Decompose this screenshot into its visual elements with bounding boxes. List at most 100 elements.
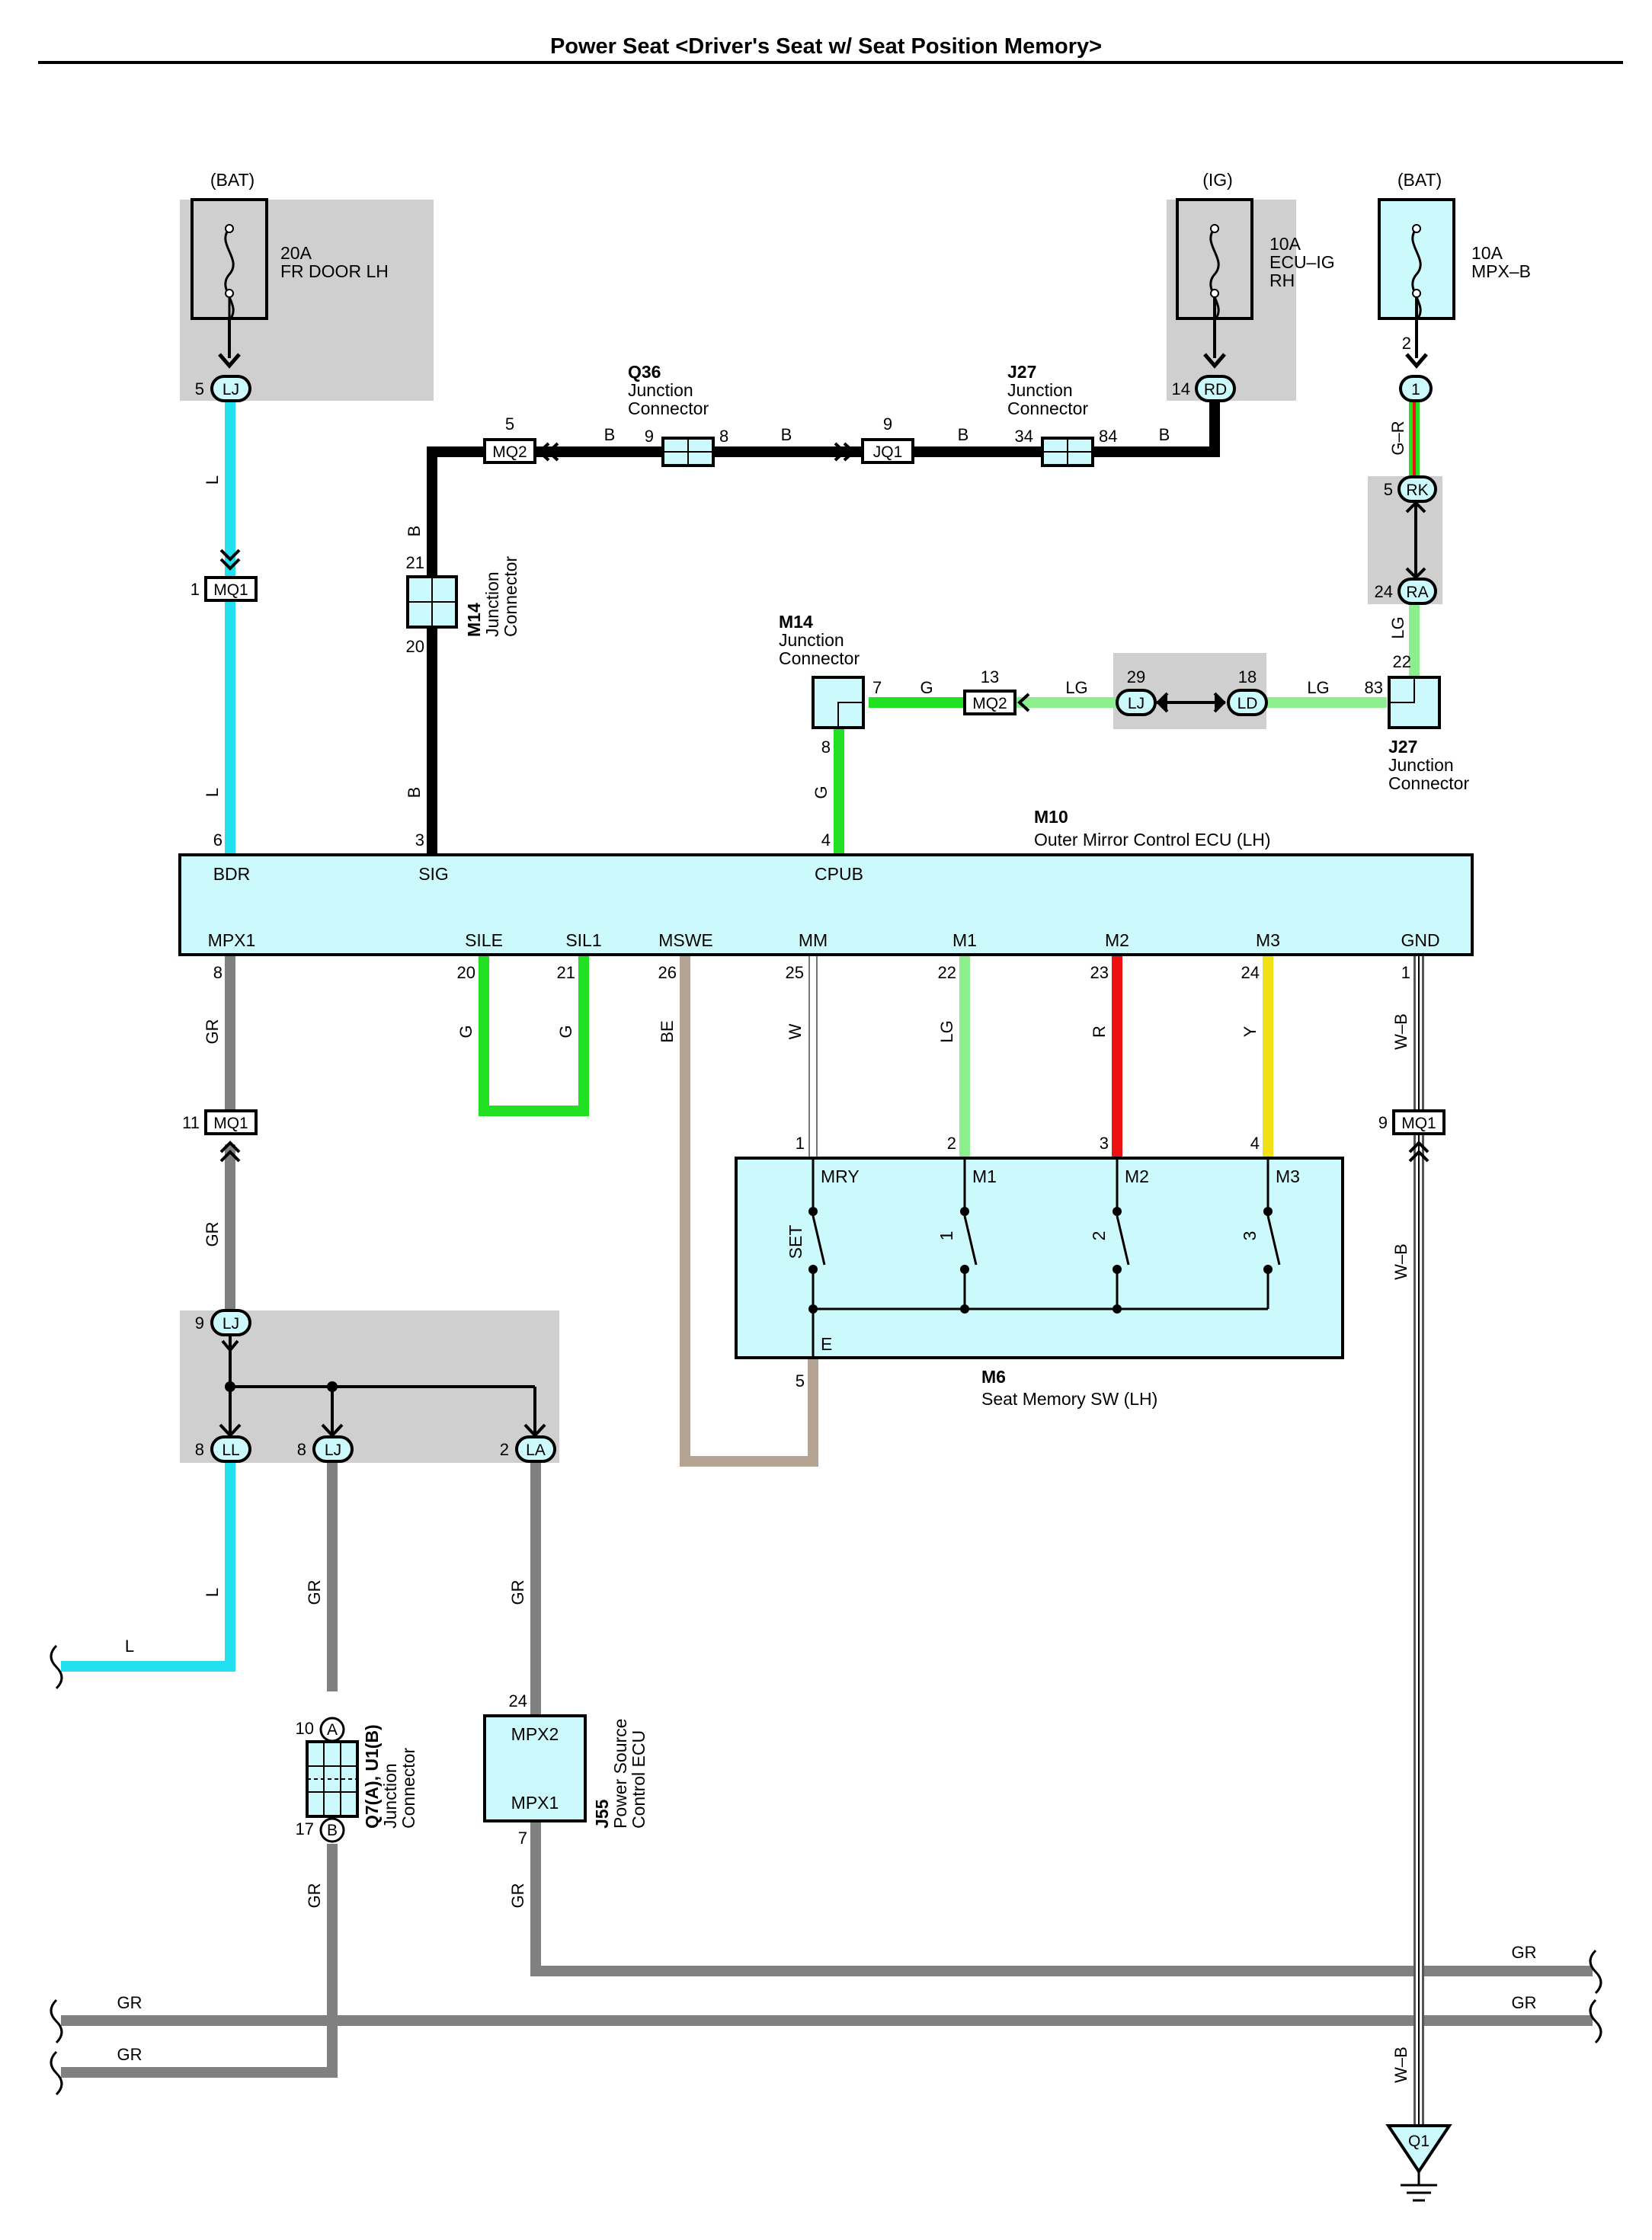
fuse1-name: FR DOOR LH <box>280 261 389 281</box>
svg-text:24: 24 <box>1241 963 1260 982</box>
svg-text:7: 7 <box>872 678 882 697</box>
svg-text:LJ: LJ <box>325 1442 341 1459</box>
fuse-mpx-b <box>1378 198 1455 369</box>
svg-text:W–B: W–B <box>1391 1013 1410 1050</box>
svg-text:B: B <box>1159 425 1170 444</box>
svg-text:3: 3 <box>1100 1134 1109 1153</box>
svg-text:Q1: Q1 <box>1408 2133 1429 2150</box>
connector-ra: RA <box>1397 578 1437 605</box>
svg-text:8: 8 <box>719 427 728 446</box>
junction-q36 <box>661 437 715 467</box>
svg-text:10: 10 <box>296 1719 314 1738</box>
connector-mq2-top: MQ2 <box>483 438 536 464</box>
m6-switch-3: 3 <box>1240 1231 1260 1241</box>
svg-text:2: 2 <box>500 1440 509 1459</box>
svg-text:20: 20 <box>406 637 424 656</box>
svg-text:1: 1 <box>796 1134 805 1153</box>
wire-color-labels: L L L L B B B B B B G–R LG LG LG G G GR … <box>117 421 1537 2082</box>
svg-text:9: 9 <box>1378 1113 1388 1132</box>
svg-text:MQ2: MQ2 <box>492 443 527 461</box>
fuse1-rating: 20A <box>280 243 312 263</box>
svg-text:LJ: LJ <box>1128 695 1145 712</box>
m6-switch-contacts <box>808 1207 1273 1314</box>
svg-text:GR: GR <box>1512 1993 1537 2012</box>
j55-l2: Control ECU <box>629 1730 648 1829</box>
svg-text:MQ1: MQ1 <box>213 581 248 599</box>
fuse2-rating: 10A <box>1269 234 1301 254</box>
svg-text:B: B <box>405 526 424 537</box>
svg-text:GR: GR <box>305 1883 324 1909</box>
wire-break-gr-bottom <box>50 2050 63 2096</box>
svg-text:LA: LA <box>526 1442 546 1459</box>
mq2-mid-arrow <box>1017 693 1030 712</box>
svg-text:24: 24 <box>509 1691 527 1710</box>
svg-text:3: 3 <box>415 830 424 850</box>
fuse1-source: (BAT) <box>210 170 255 190</box>
wire-break-l <box>50 1644 63 1690</box>
j27-top-code: J27 <box>1007 362 1036 382</box>
svg-text:LG: LG <box>1307 678 1329 697</box>
svg-text:20: 20 <box>457 963 475 982</box>
m6-pin-m1: M1 <box>972 1166 997 1186</box>
m6-switch-1: 1 <box>936 1231 956 1241</box>
q36-l1: Junction <box>628 380 693 400</box>
svg-text:1: 1 <box>1401 963 1410 982</box>
wire-break-gr-mid-left <box>50 1998 63 2044</box>
connector-mq1-right: MQ1 <box>1392 1109 1446 1135</box>
fuse2-source: (IG) <box>1202 170 1233 190</box>
fuse3-name: MPX–B <box>1471 261 1531 281</box>
m10-pin-sil1: SIL1 <box>565 930 601 950</box>
mq2-top-arrows <box>537 442 559 462</box>
fuse2-name: ECU–IG <box>1269 252 1335 272</box>
svg-text:GR: GR <box>305 1580 324 1605</box>
connector-rd: RD <box>1195 375 1236 402</box>
svg-text:21: 21 <box>406 553 424 572</box>
svg-text:L: L <box>203 1588 222 1597</box>
m10-pin-sile: SILE <box>465 930 503 950</box>
svg-text:4: 4 <box>821 830 831 850</box>
junction-q7-u1: A B <box>306 1717 359 1843</box>
m14-mid-l1: Junction <box>779 630 844 650</box>
connector-lj-mid: LJ <box>1116 689 1157 716</box>
connector-lj-splice: LJ <box>210 1309 251 1336</box>
svg-text:9: 9 <box>195 1314 204 1333</box>
svg-text:B: B <box>604 425 616 444</box>
svg-text:5: 5 <box>1384 480 1393 499</box>
splice-dots <box>225 1381 338 1392</box>
m10-pin-m2: M2 <box>1105 930 1129 950</box>
svg-text:W: W <box>786 1023 805 1039</box>
m6-pin-e: E <box>821 1334 832 1354</box>
m10-name: Outer Mirror Control ECU (LH) <box>1034 830 1271 850</box>
svg-text:L: L <box>203 788 222 797</box>
j55-pin-mpx2: MPX2 <box>511 1724 559 1744</box>
j27-right-l2: Connector <box>1388 773 1469 793</box>
svg-text:MQ2: MQ2 <box>972 695 1007 712</box>
svg-text:GR: GR <box>117 2045 142 2064</box>
mq1-gr-arrows <box>219 1141 241 1163</box>
m10-pin-sig: SIG <box>418 864 449 884</box>
wire-b-sig <box>427 446 485 855</box>
svg-text:GR: GR <box>203 1222 222 1247</box>
junction-m14-mid <box>812 676 865 729</box>
m6-name: Seat Memory SW (LH) <box>981 1389 1157 1409</box>
svg-text:8: 8 <box>297 1440 306 1459</box>
m10-pin-mswe: MSWE <box>658 930 713 950</box>
svg-text:LG: LG <box>1065 678 1087 697</box>
wire-b-j27 <box>911 399 1220 457</box>
svg-text:RK: RK <box>1406 482 1428 499</box>
wire-g-sile-loop <box>479 955 589 1116</box>
svg-text:2: 2 <box>1402 334 1411 353</box>
svg-text:B: B <box>781 425 792 444</box>
svg-text:W–B: W–B <box>1391 2046 1410 2083</box>
connector-ld: LD <box>1227 689 1268 716</box>
fuse3-rating: 10A <box>1471 243 1503 263</box>
svg-text:G: G <box>456 1025 475 1038</box>
m14-left-l1: Junction <box>482 571 502 637</box>
m10-pin-gnd: GND <box>1401 930 1439 950</box>
q7-l2: Connector <box>399 1748 418 1829</box>
wire-gr-q7-bottom <box>61 1844 338 2078</box>
m14-mid-code: M14 <box>779 612 813 632</box>
svg-text:1: 1 <box>1411 381 1420 398</box>
svg-text:22: 22 <box>1393 652 1411 671</box>
